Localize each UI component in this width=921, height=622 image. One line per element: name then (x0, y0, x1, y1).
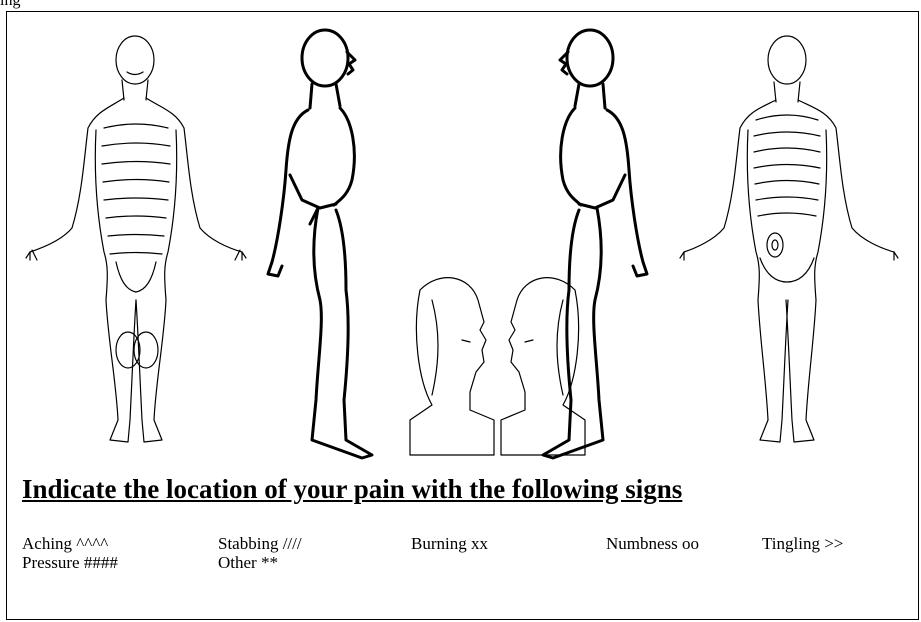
legend-pressure: Pressure #### (22, 553, 118, 573)
legend-burning: Burning xx (411, 534, 488, 554)
head-profile-left-figure (501, 278, 585, 455)
legend-numbness: Numbness oo (606, 534, 699, 554)
head-profile-right-figure (410, 278, 494, 455)
legend-stabbing: Stabbing //// (218, 534, 302, 554)
pain-location-instruction: Indicate the location of your pain with … (22, 474, 682, 505)
legend-tingling: Tingling >> (762, 534, 843, 554)
left-profile-body-figure (543, 30, 647, 458)
legend-aching: Aching ^^^^ (22, 534, 108, 554)
right-profile-body-figure (268, 30, 372, 458)
legend-other: Other ** (218, 553, 278, 573)
front-body-figure (26, 36, 246, 442)
back-body-figure (680, 36, 898, 442)
